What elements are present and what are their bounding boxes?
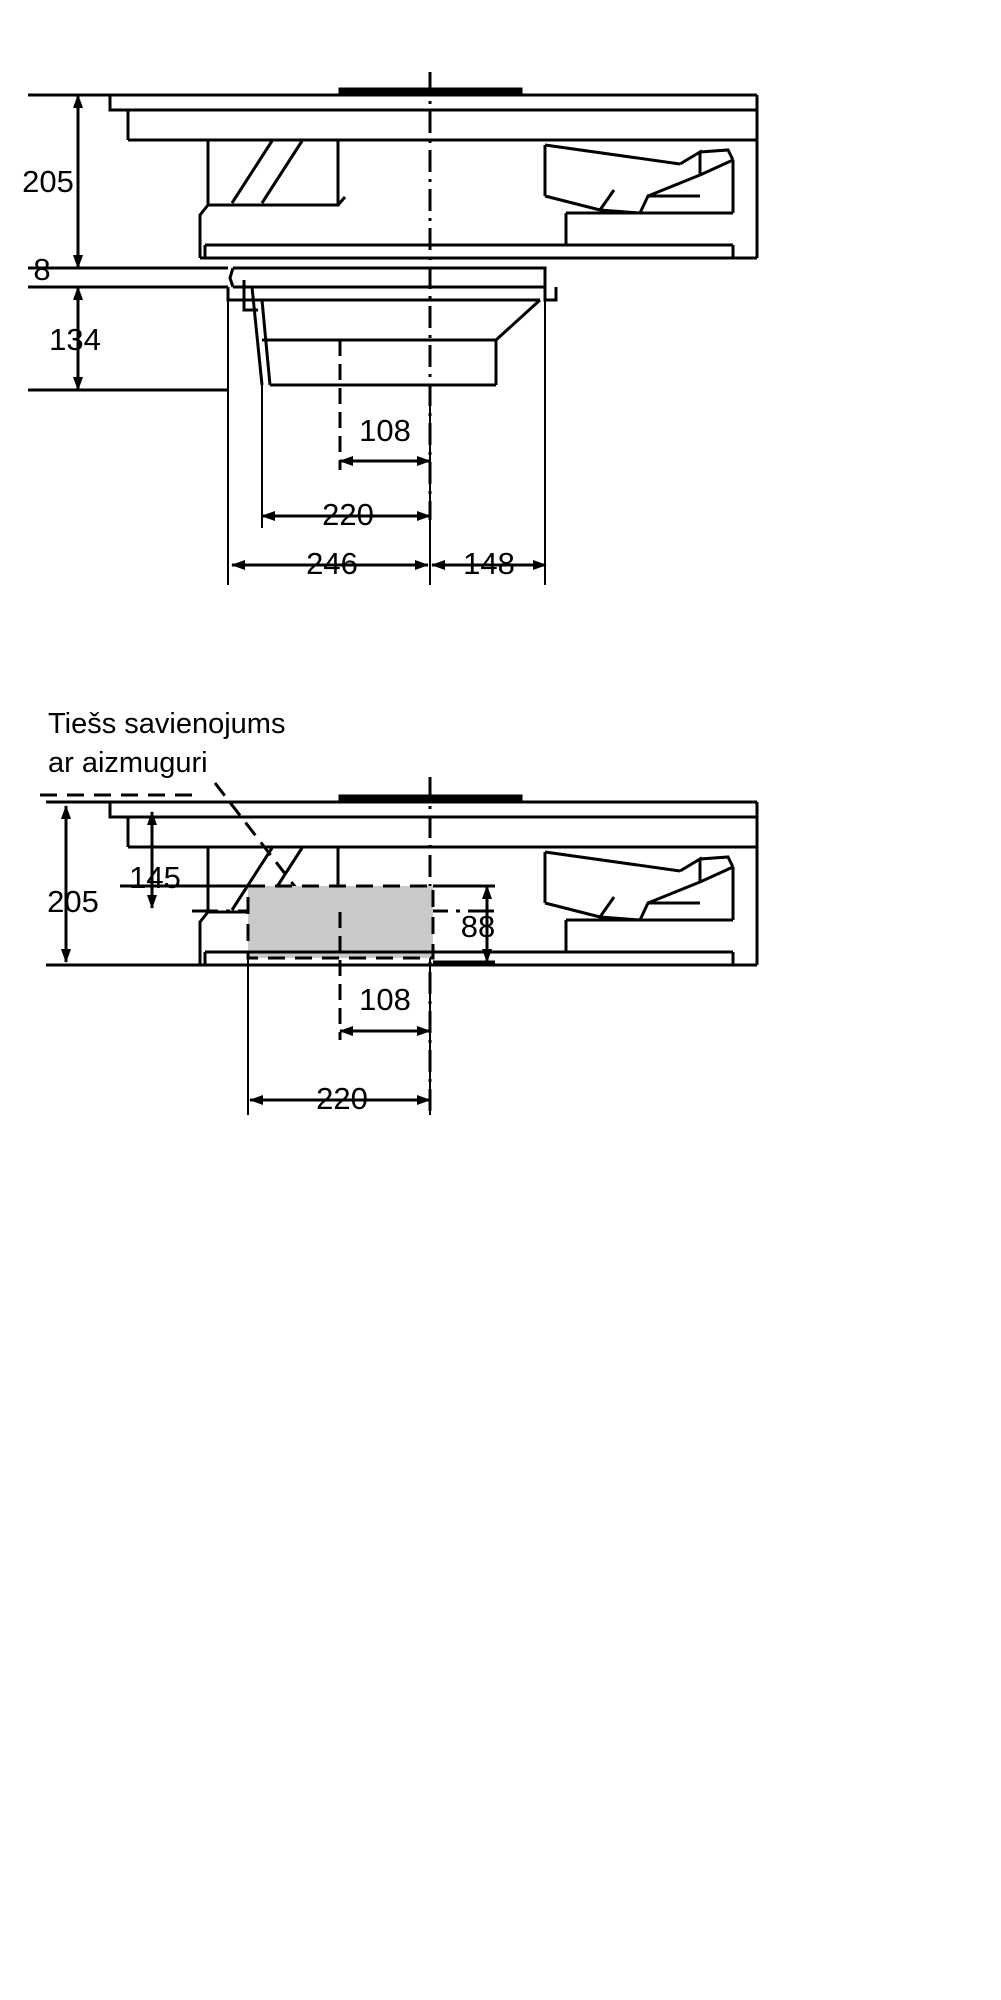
dimension-label-108-lower: 108 <box>359 982 411 1017</box>
dimension-label-220-upper: 220 <box>322 497 374 532</box>
dimension-label-205-lower: 205 <box>47 884 99 919</box>
fan-scroll-assembly-lower <box>543 850 735 952</box>
dimension-label-108-upper: 108 <box>359 413 411 448</box>
note-direct-rear-connection: Tiešs savienojums ar aizmuguri <box>48 708 320 918</box>
dimension-88-lower: 88 <box>433 884 495 964</box>
transition-duct <box>226 280 558 387</box>
dimension-label-205-upper: 205 <box>22 164 74 199</box>
hob-top-plate <box>108 87 759 142</box>
dimension-145-lower: 145 <box>129 811 181 909</box>
lower-section-view: Tiešs savienojums ar aizmuguri <box>40 708 759 1116</box>
dimension-label-148-upper: 148 <box>463 546 515 581</box>
dimension-220-lower: 220 <box>249 1081 431 1116</box>
dimension-148-upper: 148 <box>431 546 547 581</box>
dimension-246-upper: 246 <box>231 546 429 581</box>
fan-scroll-assembly <box>543 143 735 245</box>
dimension-label-88-lower: 88 <box>461 909 495 944</box>
motor-housing-body <box>200 140 759 260</box>
duct-flange <box>228 266 547 289</box>
dimension-108-upper: 108 <box>339 413 431 466</box>
dimension-label-220-lower: 220 <box>316 1081 368 1116</box>
upper-projection-lines <box>227 300 546 585</box>
dimension-108-lower: 108 <box>339 982 431 1036</box>
dimension-8-upper: 8 <box>33 252 50 287</box>
note-line-1: Tiešs savienojums <box>48 708 285 740</box>
upper-extension-lines <box>28 93 228 392</box>
note-line-2: ar aizmuguri <box>48 747 208 779</box>
dimension-label-246-upper: 246 <box>306 546 358 581</box>
dimension-205-upper: 205 <box>22 94 83 269</box>
dimension-134-upper: 134 <box>49 286 101 391</box>
dimension-label-145-lower: 145 <box>129 860 181 895</box>
lower-extension-lines <box>46 800 248 967</box>
upper-section-view: 205 8 134 108 220 246 148 <box>22 72 759 585</box>
dimension-205-lower: 205 <box>47 805 99 963</box>
motor-housing-body-lower <box>200 847 759 967</box>
hob-top-plate-lower <box>108 794 759 849</box>
dimension-label-8-upper: 8 <box>33 252 50 287</box>
dimension-label-134-upper: 134 <box>49 322 101 357</box>
dimension-220-upper: 220 <box>261 497 431 532</box>
lower-projection-lines <box>247 912 431 1115</box>
filter-block-left <box>198 140 347 258</box>
